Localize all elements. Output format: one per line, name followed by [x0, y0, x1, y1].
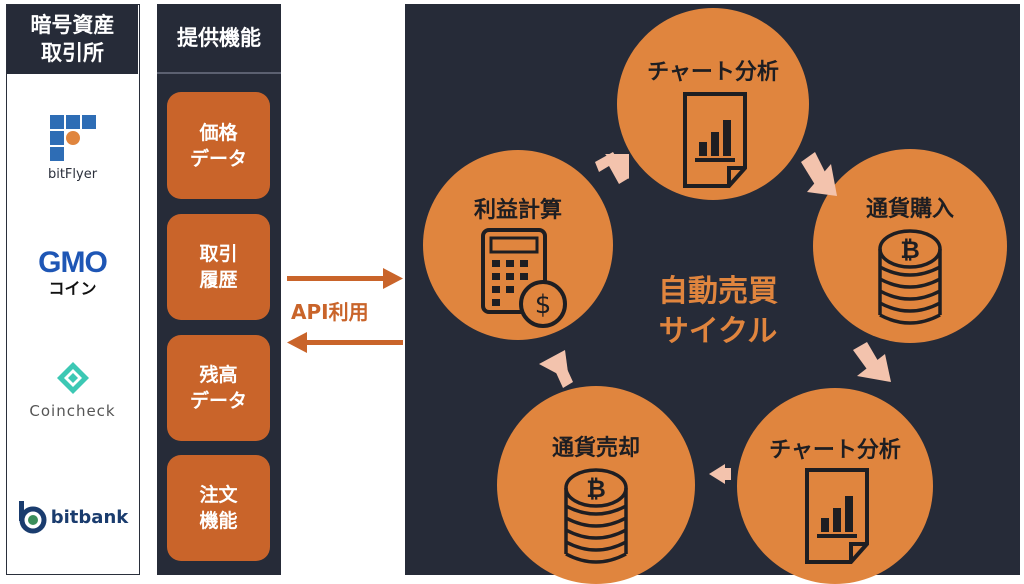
- gmo-coin-subtitle: コイン: [48, 279, 97, 298]
- bitbank-wordmark: bitbank: [50, 506, 129, 528]
- bitbank-mark-icon: [18, 501, 47, 534]
- arrow-left-icon: [287, 332, 403, 353]
- cycle-node-profit-calculation: 利益計算 $: [423, 150, 613, 340]
- feature-label: 取引 履歴: [199, 243, 238, 291]
- node-label: 通貨購入: [865, 197, 954, 222]
- cycle-arrow-icon: [605, 154, 629, 179]
- api-arrows: [287, 268, 403, 353]
- bitflyer-logo: bitFlyer: [7, 113, 138, 182]
- coincheck-logo: Coincheck: [7, 360, 138, 420]
- feature-label: 価格 データ: [189, 121, 247, 170]
- bitbank-logo: bitbank: [7, 500, 138, 534]
- bitcoin-coins-icon: ₿: [564, 468, 628, 564]
- coincheck-mark-icon: [56, 362, 89, 394]
- feature-label: 注文 機能: [199, 484, 238, 532]
- gmo-wordmark: GMO: [38, 246, 108, 279]
- bitflyer-wordmark: bitFlyer: [47, 167, 98, 182]
- cycle-arrow-icon: [857, 354, 891, 382]
- node-label: 利益計算: [473, 198, 562, 223]
- svg-text:₿: ₿: [900, 236, 920, 264]
- gmo-coin-logo: GMO コイン: [7, 247, 138, 299]
- api-usage-label: API利用: [291, 300, 369, 324]
- chart-document-icon: [805, 468, 869, 564]
- exchange-column-title: 暗号資産 取引所: [7, 5, 138, 74]
- coincheck-wordmark: Coincheck: [29, 402, 116, 420]
- cycle-arrow-icon: [553, 360, 573, 388]
- feature-balance-data: 残高 データ: [167, 335, 270, 441]
- arrow-right-icon: [287, 268, 403, 289]
- cycle-arrow-icon: [723, 468, 731, 480]
- cycle-arrow-icon: [807, 164, 837, 196]
- calculator-dollar-icon: $: [481, 228, 567, 328]
- feature-trade-history: 取引 履歴: [167, 214, 270, 320]
- bitcoin-coins-icon: ₿: [878, 229, 942, 325]
- chart-document-icon: [683, 92, 747, 188]
- auto-trading-cycle-panel: チャート分析 通貨購入 ₿ チャート分析: [405, 4, 1020, 584]
- cycle-node-chart-analysis-top: チャート分析: [617, 8, 809, 200]
- features-divider: [157, 72, 281, 74]
- node-label: 通貨売却: [551, 436, 640, 461]
- cycle-arrow-icon: [709, 464, 725, 484]
- cycle-center-label: 自動売買 サイクル: [658, 274, 778, 349]
- cycle-arrow-icon: [595, 152, 629, 184]
- features-column-title: 提供機能: [177, 26, 261, 50]
- cycle-arrows: [539, 152, 891, 484]
- features-column: 提供機能 価格 データ 取引 履歴 残高 データ 注文 機能: [157, 4, 281, 575]
- bitflyer-mark-icon: [49, 115, 96, 161]
- feature-order-function: 注文 機能: [167, 455, 270, 561]
- cycle-node-buy-currency: 通貨購入 ₿: [813, 149, 1007, 343]
- node-label: チャート分析: [769, 438, 901, 463]
- exchange-column: 暗号資産 取引所 bitFlyer GMO コイン Coincheck: [6, 4, 140, 575]
- node-label: チャート分析: [647, 60, 779, 85]
- svg-text:$: $: [535, 290, 552, 320]
- feature-price-data: 価格 データ: [167, 92, 270, 199]
- cycle-node-sell-currency: 通貨売却 ₿: [497, 386, 695, 584]
- feature-label: 残高 データ: [189, 364, 247, 412]
- svg-text:₿: ₿: [586, 475, 606, 503]
- cycle-node-chart-analysis-bottom: チャート分析: [737, 388, 933, 584]
